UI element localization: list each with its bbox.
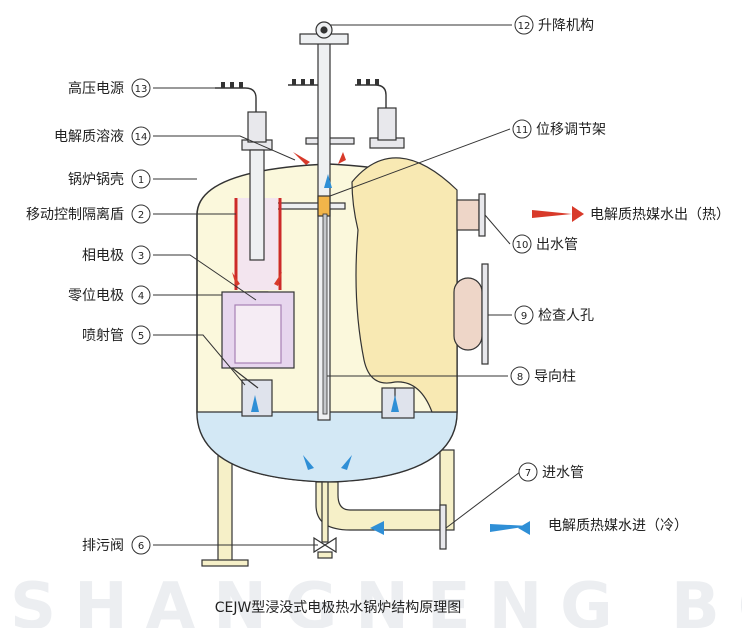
inlet-pipe: [315, 481, 447, 550]
hv-cables: [215, 84, 387, 112]
cold-flow-arrows: [251, 174, 530, 535]
label-movable-shield: 移动控制隔离盾: [26, 206, 124, 223]
badge-11: [512, 119, 532, 139]
watermark: SHANGNENG BO: [10, 570, 742, 628]
badge-1: [131, 169, 151, 189]
badge-6-number: 6: [138, 541, 144, 552]
badge-10: [512, 234, 532, 254]
label-flow-in: 电解质热媒水进（冷）: [548, 518, 688, 534]
top-nozzles: [241, 107, 405, 151]
badge-6: [131, 535, 151, 555]
hot-flow-arrows: [232, 152, 584, 286]
left-labels: 高压电源 13 电解质溶液 14 锅炉锅壳 1 移动控制隔离盾 2 相电极 3 …: [26, 78, 151, 555]
badge-5: [131, 325, 151, 345]
badge-1-number: 1: [138, 175, 144, 186]
label-displacement-bracket: 位移调节架: [536, 122, 606, 138]
leader-lines: [153, 24, 521, 546]
label-drain-valve: 排污阀: [82, 538, 124, 554]
badge-10-number: 10: [516, 240, 529, 251]
right-labels: 12 升降机构 11 位移调节架 电解质热媒水出（热） 10 出水管 9 检查人…: [510, 15, 730, 534]
outlet-pipe: [456, 193, 486, 237]
badge-4-number: 4: [138, 291, 144, 302]
badge-2: [131, 204, 151, 224]
zero-electrode: [221, 291, 295, 369]
badge-8: [510, 366, 530, 386]
badge-4: [131, 285, 151, 305]
label-guide-column: 导向柱: [534, 369, 576, 385]
label-boiler-shell: 锅炉锅壳: [68, 171, 124, 188]
label-jet-pipe: 喷射管: [82, 328, 124, 344]
diagram-caption: CEJW型浸没式电极热水锅炉结构原理图: [215, 600, 462, 616]
badge-14: [131, 126, 151, 146]
label-outlet-pipe: 出水管: [536, 237, 578, 253]
badge-3-number: 3: [138, 251, 144, 262]
badge-12: [514, 15, 534, 35]
guide-column: [322, 213, 328, 415]
badge-8-number: 8: [517, 372, 523, 383]
badge-3: [131, 245, 151, 265]
label-high-voltage: 高压电源: [68, 80, 124, 97]
badge-9: [514, 305, 534, 325]
label-inlet-pipe: 进水管: [542, 465, 584, 481]
cable-terminals: [221, 79, 379, 88]
inspection-manhole: [453, 263, 489, 365]
label-lift-mechanism: 升降机构: [538, 18, 594, 34]
badge-5-number: 5: [138, 331, 144, 342]
label-flow-out: 电解质热媒水出（热）: [590, 207, 730, 223]
badge-14-number: 14: [135, 132, 148, 143]
badge-13: [131, 78, 151, 98]
label-manhole: 检查人孔: [538, 308, 594, 324]
label-phase-electrode: 相电极: [82, 248, 124, 264]
badge-2-number: 2: [138, 210, 144, 221]
badge-13-number: 13: [135, 84, 148, 95]
badge-7: [518, 462, 538, 482]
badge-9-number: 9: [521, 311, 527, 322]
badge-7-number: 7: [525, 468, 531, 479]
badge-12-number: 12: [518, 21, 531, 32]
shell-cutaway: [351, 157, 458, 413]
drain-valve: [313, 481, 337, 559]
label-zero-electrode: 零位电极: [68, 288, 124, 304]
movable-shield: [234, 198, 282, 290]
water-region: [196, 411, 458, 483]
label-electrolyte: 电解质溶液: [54, 129, 124, 145]
badge-11-number: 11: [516, 125, 529, 136]
